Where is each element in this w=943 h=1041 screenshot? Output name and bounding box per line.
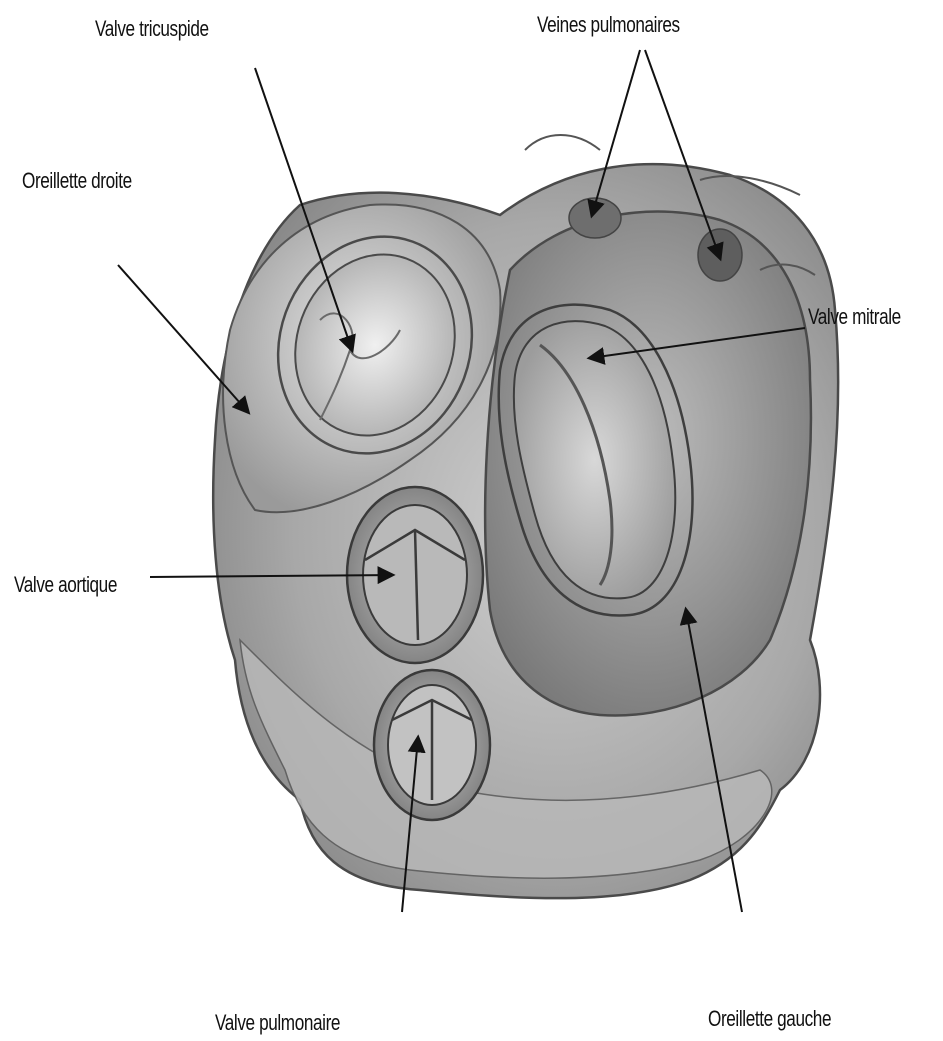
label-right-atrium: Oreillette droite [22, 170, 132, 192]
label-pulmonary-valve: Valve pulmonaire [215, 1012, 340, 1034]
label-left-atrium: Oreillette gauche [708, 1008, 831, 1030]
label-tricuspid-valve: Valve tricuspide [95, 18, 209, 40]
label-mitral-valve: Valve mitrale [808, 306, 901, 328]
label-pulmonary-veins: Veines pulmonaires [537, 14, 680, 36]
pulmonary-vein-opening-right [698, 229, 742, 281]
label-aortic-valve: Valve aortique [14, 574, 117, 596]
